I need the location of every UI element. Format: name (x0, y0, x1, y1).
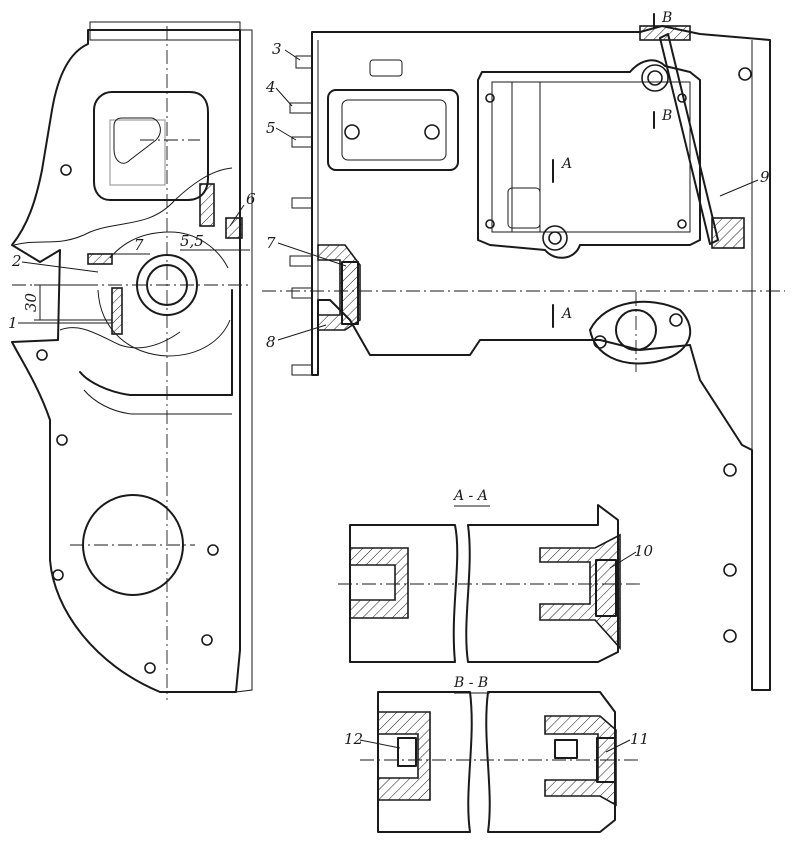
left-housing-outline (11, 29, 241, 693)
dimension-7: 7 (134, 236, 144, 254)
left-upper-window (93, 91, 209, 201)
right-large-frame (477, 59, 701, 259)
seal-section (317, 244, 361, 331)
left-side-view: 7 5,5 30 2 1 6 (8, 21, 256, 700)
callout-8: 8 (266, 333, 276, 351)
section-mark-a-top: A (560, 156, 572, 172)
left-studs (289, 55, 313, 376)
callout-9: 9 (760, 168, 770, 186)
callout-12: 12 (344, 730, 363, 748)
right-lower-flange (589, 300, 692, 365)
section-mark-b-top: B (661, 10, 672, 26)
section-mark-b-bottom: B (661, 108, 672, 124)
dimension-30: 30 (22, 292, 40, 312)
callout-6: 6 (246, 190, 256, 208)
callout-3: 3 (272, 40, 282, 58)
callout-7-right: 7 (266, 234, 276, 252)
right-small-window (327, 89, 459, 171)
section-mark-a-bottom: A (560, 306, 572, 322)
callout-1: 1 (8, 314, 18, 332)
section-b-b: B - B 12 11 (344, 675, 649, 833)
callout-10: 10 (634, 542, 654, 560)
control-rod (659, 33, 719, 245)
section-a-a: A - A 10 (338, 488, 654, 663)
callout-2: 2 (11, 252, 22, 270)
plug-11 (596, 737, 616, 783)
section-b-b-title: B - B (453, 675, 488, 691)
seal-10 (595, 559, 617, 617)
section-a-a-title: A - A (452, 488, 488, 504)
left-bolt-holes (36, 164, 219, 674)
callout-5: 5 (266, 119, 276, 137)
dimension-5-5: 5,5 (180, 232, 204, 250)
callout-4: 4 (265, 78, 276, 96)
right-front-view: A A B B 3 4 5 7 8 9 7 (262, 10, 785, 691)
right-housing-outline (311, 25, 771, 691)
callout-11: 11 (630, 730, 649, 748)
